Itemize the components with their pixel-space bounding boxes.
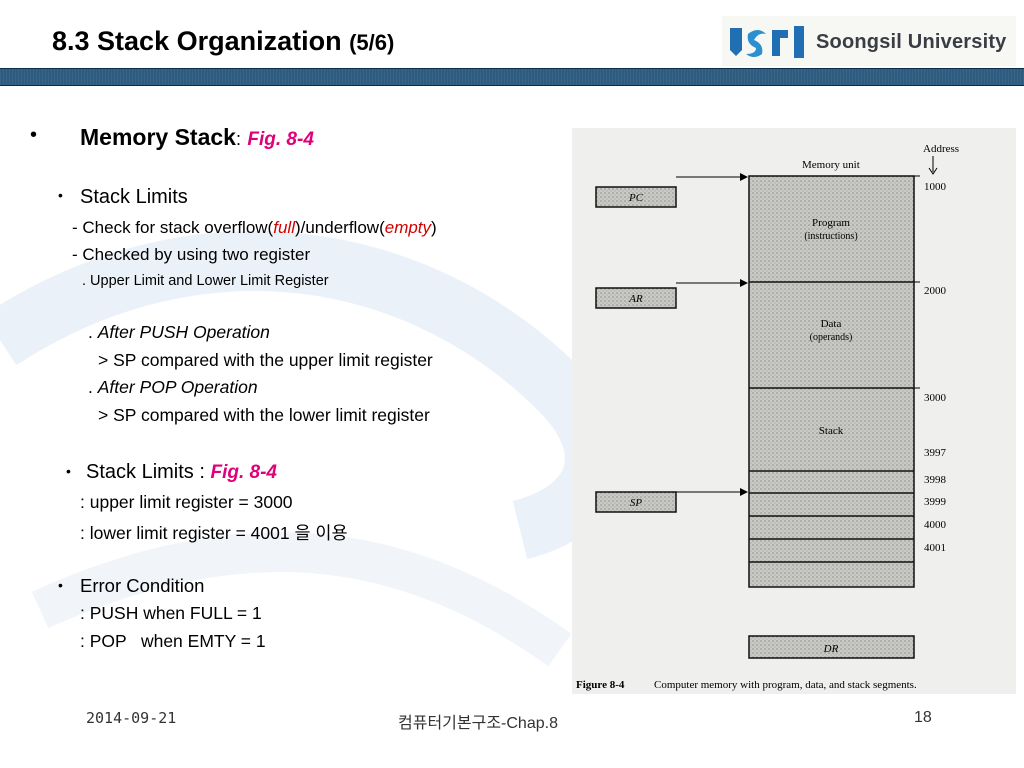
footer-page-number: 18 (914, 709, 932, 726)
register-ar-label: AR (628, 293, 643, 305)
address-header: Address (923, 143, 959, 155)
pop-compare-line: > SP compared with the lower limit regis… (98, 405, 430, 425)
title-page-indicator: (5/6) (349, 30, 395, 55)
fig-ref-link: Fig. 8-4 (247, 129, 314, 150)
segment-stack-label: Stack (819, 425, 844, 437)
after-pop-line: . After POP Operation (88, 377, 258, 398)
footer-course: 컴퓨터기본구조-Chap.8 (398, 715, 558, 732)
logo-text: Soongsil University (816, 31, 1007, 53)
register-dr-label: DR (823, 643, 839, 655)
university-logo: Soongsil University (722, 16, 1016, 66)
stack-limits2-bullet: • (66, 463, 71, 479)
after-push-line: . After PUSH Operation (88, 322, 270, 343)
figure-caption-text: Computer memory with program, data, and … (654, 679, 917, 691)
stack-limits-heading: Stack Limits (80, 186, 188, 208)
memory-diagram: Address Memory unit Program (instruction… (576, 143, 959, 691)
address-3999: 3999 (924, 496, 947, 508)
lower-limit-line: : lower limit register = 4001 을 이용 (80, 523, 348, 543)
after-push-dot: . (88, 322, 98, 342)
bullet-1-mark: • (30, 124, 38, 146)
error-condition-heading: Error Condition (80, 575, 205, 596)
after-pop-text: After POP Operation (97, 377, 258, 397)
push-full-line: : PUSH when FULL = 1 (80, 603, 262, 623)
overflow-line: - Check for stack overflow(full)/underfl… (72, 218, 437, 238)
memory-stack-label: Memory Stack (80, 124, 236, 150)
header-bar (0, 68, 1024, 86)
pop-empty-line: : POP when EMTY = 1 (80, 631, 266, 651)
register-sp (595, 491, 677, 513)
figure-caption-label: Figure 8-4 (576, 679, 625, 691)
figure-8-4: Address Memory unit Program (instruction… (572, 128, 1016, 694)
title-text: 8.3 Stack Organization (52, 26, 342, 56)
segment-program-label: Program (812, 217, 850, 229)
address-4001: 4001 (924, 542, 946, 554)
register-ar (595, 287, 677, 309)
address-arrow-head-icon (928, 167, 938, 175)
overflow-prefix: - Check for stack overflow( (72, 218, 274, 237)
push-compare-line: > SP compared with the upper limit regis… (98, 350, 433, 370)
footer-date: 2014-09-21 (86, 709, 177, 727)
overflow-mid: )/underflow( (294, 218, 385, 237)
stack-limits2-heading: Stack Limits : Fig. 8-4 (86, 461, 277, 484)
register-pc (595, 186, 677, 208)
memory-stack-heading: Memory Stack: Fig. 8-4 (80, 124, 314, 151)
pc-arrow-head-icon (740, 173, 748, 181)
segment-data-sub: (operands) (810, 332, 853, 343)
full-word: full (273, 218, 295, 237)
upper-lower-line: . Upper Limit and Lower Limit Register (82, 273, 329, 289)
register-pc-label: PC (628, 192, 644, 204)
two-register-line: - Checked by using two register (72, 245, 311, 264)
empty-word: empty (384, 218, 432, 237)
address-3997: 3997 (924, 447, 947, 459)
ar-arrow-head-icon (740, 279, 748, 287)
after-push-text: After PUSH Operation (97, 322, 270, 342)
address-4000: 4000 (924, 519, 947, 531)
address-2000: 2000 (924, 285, 947, 297)
address-3998: 3998 (924, 474, 947, 486)
segment-data-label: Data (821, 318, 842, 330)
stack-limits2-label: Stack Limits : (86, 461, 205, 483)
upper-limit-line: : upper limit register = 3000 (80, 492, 293, 512)
error-bullet: • (58, 577, 63, 593)
logo-mark-icon (730, 26, 804, 58)
after-pop-dot: . (88, 377, 98, 397)
address-3000: 3000 (924, 392, 947, 404)
segment-program-sub: (instructions) (804, 231, 857, 242)
sp-arrow-head-icon (740, 488, 748, 496)
stack-limits-bullet: • (58, 187, 63, 203)
overflow-end: ) (431, 218, 437, 237)
register-sp-label: SP (630, 497, 643, 509)
address-1000: 1000 (924, 181, 947, 193)
memory-column (748, 175, 915, 588)
memory-unit-label: Memory unit (802, 159, 860, 171)
fig-ref-link-2: Fig. 8-4 (210, 462, 277, 483)
heading-colon: : (235, 129, 241, 149)
register-dr (748, 635, 915, 659)
page-title: 8.3 Stack Organization (5/6) (52, 26, 394, 57)
